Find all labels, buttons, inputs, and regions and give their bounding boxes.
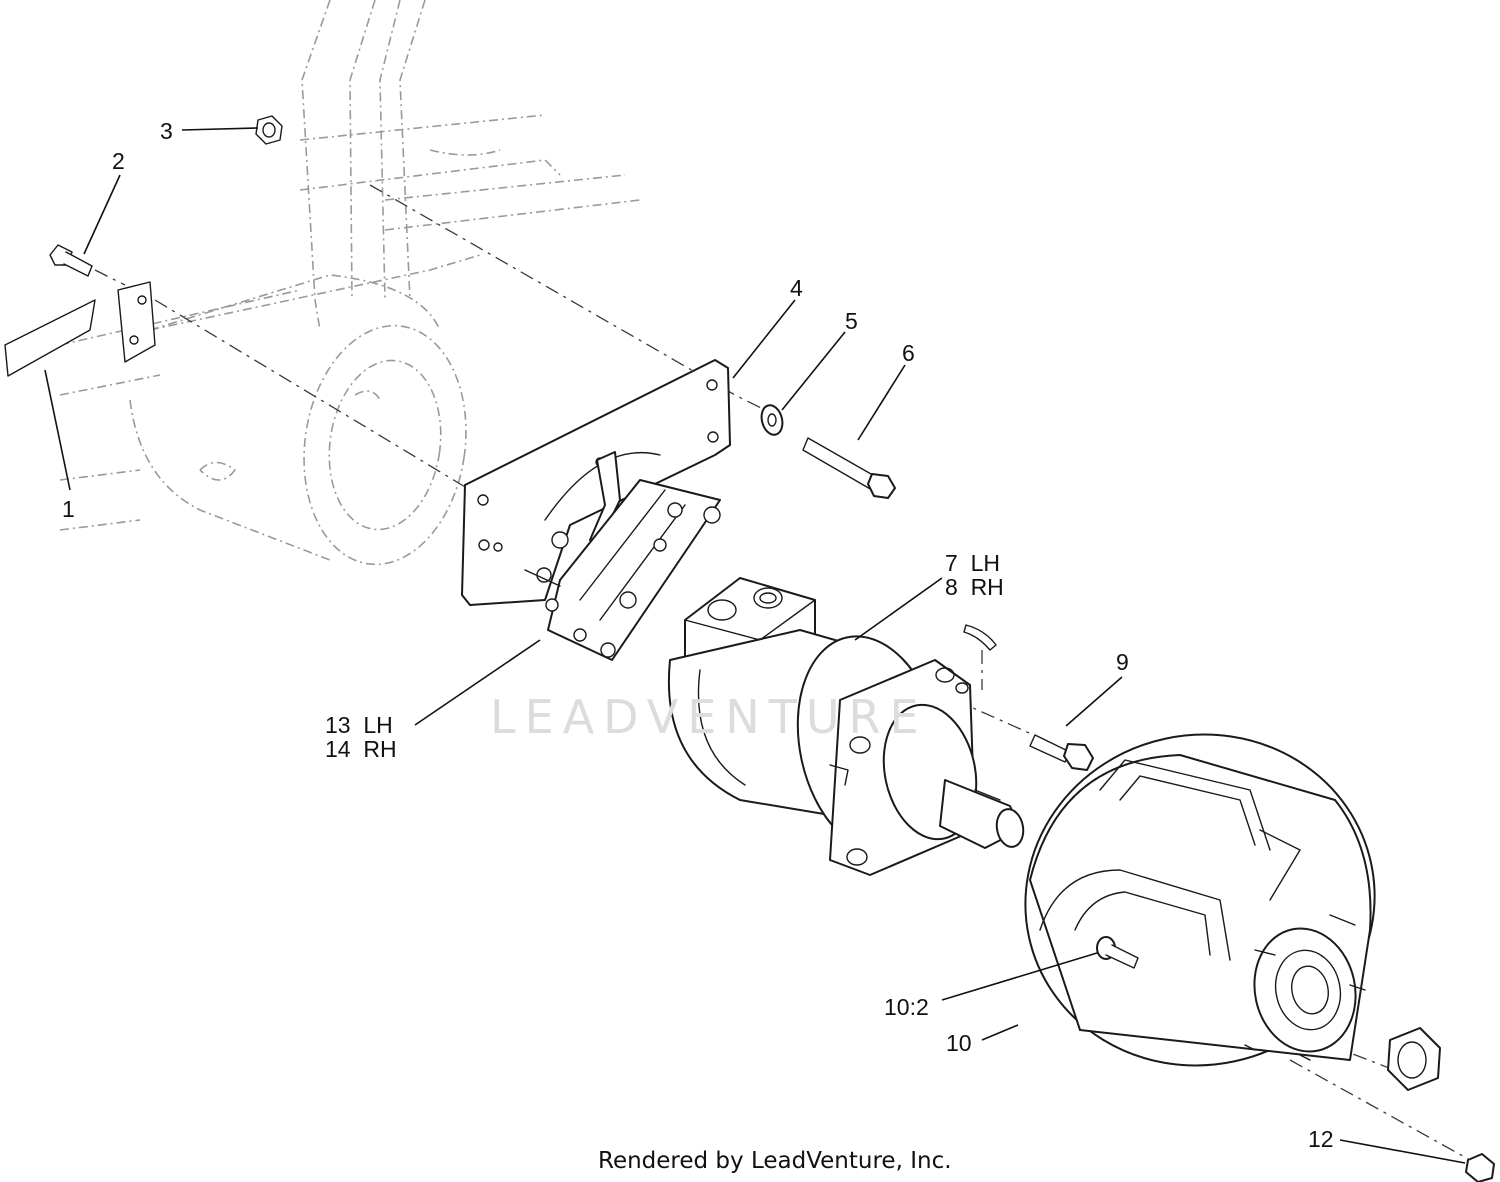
- shaft-key: [963, 624, 997, 651]
- leader-lines: [44, 127, 1466, 1164]
- part-12-lug-nut: [1465, 1153, 1495, 1182]
- hub-nut: [1387, 1027, 1441, 1091]
- callout-2: 2: [112, 148, 125, 174]
- callout-10: 10: [946, 1030, 972, 1056]
- callout-1: 1: [62, 496, 75, 522]
- frame-phantom: [59, 0, 641, 566]
- part-6-bolt: [802, 437, 896, 499]
- frame-bracket: [117, 281, 156, 363]
- callout-4: 4: [790, 275, 803, 301]
- callout-3: 3: [160, 118, 173, 144]
- part-10-2-wheel-stud: [1096, 936, 1139, 969]
- part-5-washer: [760, 404, 784, 436]
- part-1-decal: [4, 299, 96, 377]
- callout-12: 12: [1308, 1126, 1334, 1152]
- part-3-nut: [255, 115, 283, 145]
- callout-8: 8 RH: [945, 574, 1004, 600]
- callout-10-2: 10:2: [884, 994, 929, 1020]
- callout-6: 6: [902, 340, 915, 366]
- part-2-bolt: [49, 244, 93, 277]
- callout-5: 5: [845, 308, 858, 334]
- callout-13: 13 LH: [325, 712, 393, 738]
- part-7-8-hydraulic-motor: [667, 577, 1025, 876]
- part-9-bolt: [1029, 734, 1094, 771]
- part-10-wheel-hub: [1024, 733, 1376, 1067]
- part-13-14-brake-assembly: [524, 451, 721, 661]
- watermark-text: LEADVENTURE: [490, 690, 928, 744]
- render-credit: Rendered by LeadVenture, Inc.: [598, 1148, 952, 1174]
- callout-9: 9: [1116, 649, 1129, 675]
- callout-14: 14 RH: [325, 736, 397, 762]
- callout-7: 7 LH: [945, 550, 1000, 576]
